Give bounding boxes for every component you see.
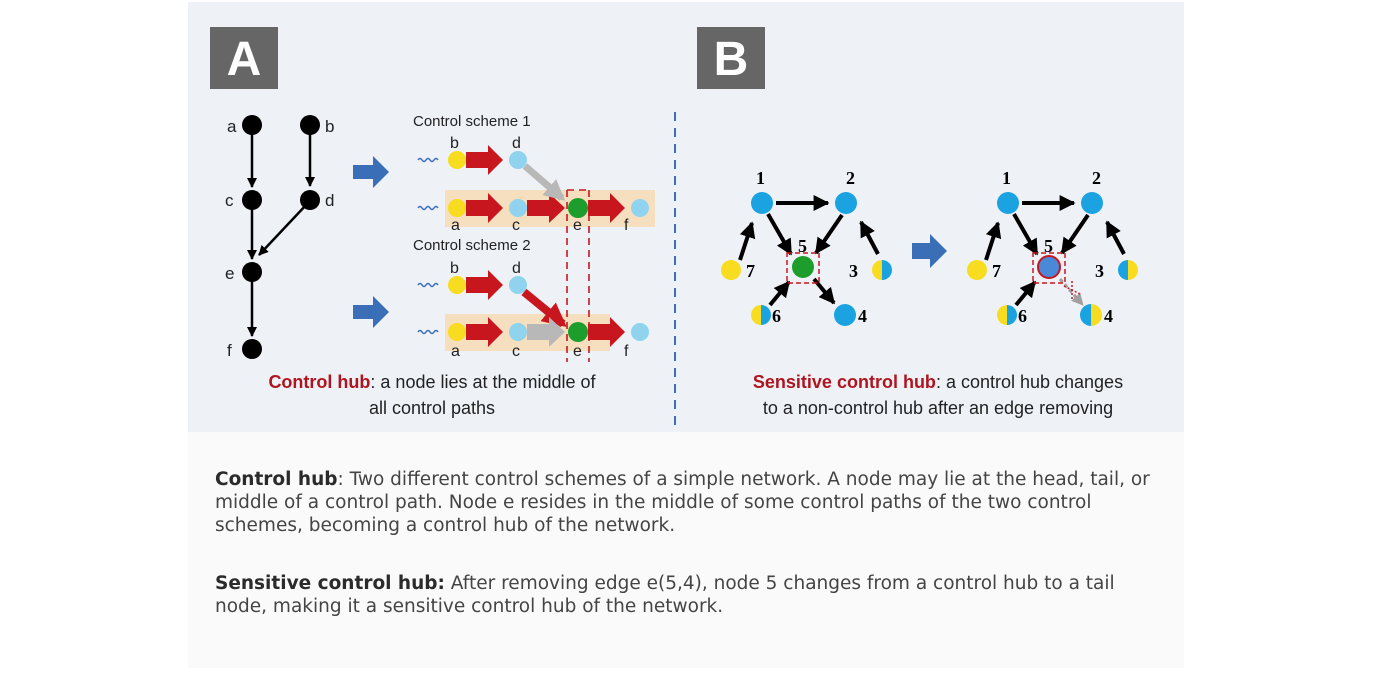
label-d: d (325, 191, 334, 210)
svg-text:f: f (624, 343, 629, 360)
svg-text:a: a (451, 217, 460, 234)
svg-text:2: 2 (846, 168, 855, 188)
node-d (300, 190, 320, 210)
figure-svg: A B a b c d e f Control scheme 1 (210, 27, 1138, 432)
hub-highlight (566, 189, 590, 362)
svg-text:5: 5 (798, 236, 807, 256)
big-arrow-b (912, 234, 947, 268)
svg-text:c: c (512, 343, 520, 360)
svg-text:5: 5 (1044, 236, 1053, 256)
big-arrow-a2 (353, 296, 389, 328)
panel-a-caption-line2: all control paths (369, 398, 495, 418)
svg-text:c: c (512, 217, 520, 234)
panel-b-badge: B (697, 27, 765, 89)
svg-text:e: e (573, 343, 582, 360)
svg-text:6: 6 (772, 306, 781, 326)
svg-text:a: a (451, 343, 460, 360)
svg-text:f: f (624, 217, 629, 234)
svg-text:2: 2 (1092, 168, 1101, 188)
svg-text:b: b (450, 135, 459, 152)
label-a: a (227, 117, 237, 136)
caption-term-sensitive-hub: Sensitive control hub: (215, 573, 445, 594)
figure-panel: A B a b c d e f Control scheme 1 (188, 2, 1184, 432)
scheme2-title: Control scheme 2 (413, 237, 531, 254)
svg-text:7: 7 (746, 261, 755, 281)
svg-text:d: d (512, 135, 521, 152)
panel-b-caption-line1: Sensitive control hub: a control hub cha… (753, 372, 1123, 392)
node-e (242, 262, 262, 282)
caption-term-control-hub: Control hub (215, 469, 338, 490)
svg-text:4: 4 (1104, 306, 1113, 326)
network-b-before: 1 2 3 4 5 6 7 (721, 168, 892, 326)
panel-b-caption-line2: to a non-control hub after an edge remov… (763, 398, 1113, 418)
panel-a-caption-line1: Control hub: a node lies at the middle o… (268, 372, 596, 392)
caption-text-control-hub: : Two different control schemes of a sim… (215, 469, 1150, 536)
svg-text:7: 7 (992, 261, 1001, 281)
node-b (300, 115, 320, 135)
svg-text:6: 6 (1018, 306, 1027, 326)
scheme1-title: Control scheme 1 (413, 113, 531, 130)
svg-text:3: 3 (1095, 261, 1104, 281)
label-e: e (225, 264, 234, 283)
svg-text:3: 3 (849, 261, 858, 281)
control-scheme-2: Control scheme 2 b d a c e f (413, 237, 649, 360)
svg-text:1: 1 (1002, 168, 1011, 188)
removed-edge (1058, 278, 1084, 306)
removed-edge-cross-icon (1063, 281, 1081, 299)
svg-text:e: e (573, 217, 582, 234)
big-arrow-a1 (353, 156, 389, 188)
label-c: c (225, 191, 234, 210)
svg-text:b: b (450, 260, 459, 277)
caption-text-sensitive-hub: After removing edge e(5,4), node 5 chang… (215, 573, 1115, 617)
caption-panel: Control hub: Two different control schem… (188, 432, 1184, 668)
node-f (242, 339, 262, 359)
panel-a-badge: A (210, 27, 278, 89)
control-scheme-1: Control scheme 1 b d a c e f (413, 113, 655, 234)
caption-paragraph-sensitive-hub: Sensitive control hub: After removing ed… (215, 572, 1155, 618)
network-a: a b c d e f (225, 115, 334, 360)
panel-a-letter: A (227, 33, 262, 86)
svg-text:1: 1 (756, 168, 765, 188)
network-b-after: 1 2 3 4 5 6 7 (967, 168, 1138, 326)
label-f: f (227, 341, 232, 360)
node-a (242, 115, 262, 135)
panel-b-letter: B (714, 33, 749, 86)
svg-text:d: d (512, 260, 521, 277)
svg-text:4: 4 (858, 306, 867, 326)
node-c (242, 190, 262, 210)
caption-paragraph-control-hub: Control hub: Two different control schem… (215, 468, 1155, 537)
label-b: b (325, 117, 334, 136)
